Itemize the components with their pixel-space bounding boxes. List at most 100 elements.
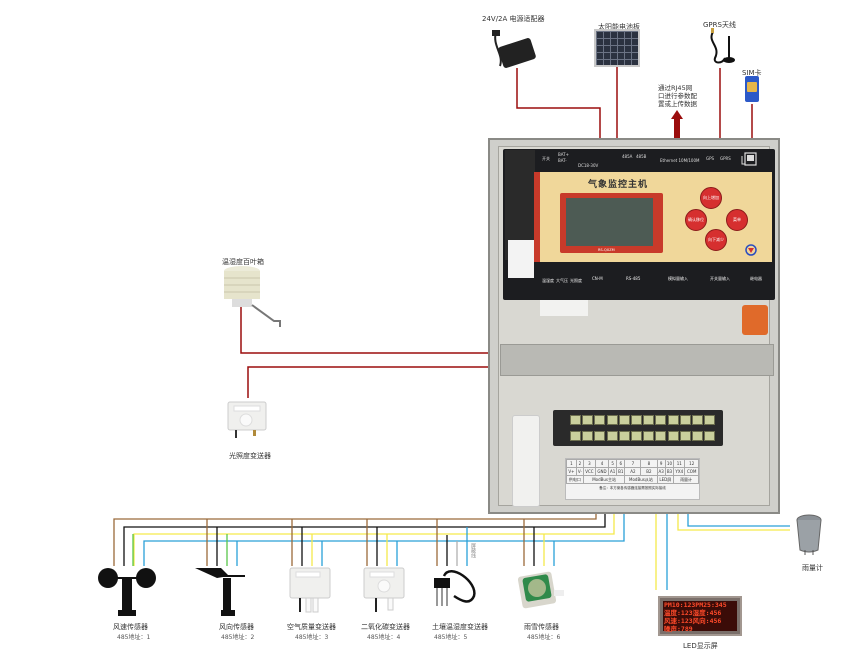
terminal-screw	[570, 431, 581, 441]
wind-direction-sensor-icon	[195, 568, 245, 616]
terminal-screw	[606, 415, 618, 425]
sensor-label-rain-snow: 雨雪传感器	[524, 623, 559, 631]
group-analog-input: 模拟量输入	[668, 276, 688, 281]
terminal-screw	[679, 431, 691, 441]
controller-nameplate	[508, 240, 534, 278]
group-illuminance: 光照度	[570, 278, 582, 283]
terminal-screw	[618, 415, 630, 425]
terminal-number: 2	[575, 459, 584, 468]
group-temp-humidity: 温湿度	[542, 278, 554, 283]
terminal-screw	[643, 431, 655, 441]
soil-sensor-icon	[434, 570, 476, 606]
wire-bus-yellow	[133, 498, 615, 566]
terminal-number: 1	[566, 459, 577, 468]
gprs-antenna-icon	[710, 28, 735, 64]
terminal-pin: V+	[566, 467, 577, 476]
group-led: LED屏	[656, 475, 675, 484]
led-display: PM10:123PM25:345 温度:123湿度:456 风速:123风向:4…	[658, 596, 742, 636]
upload-arrow-shaft	[674, 118, 680, 144]
lcd-screen	[566, 198, 653, 246]
wind-speed-sensor-icon	[98, 568, 156, 616]
port-switch: 开关	[542, 156, 550, 161]
group-modbus-master: ModBus主站	[582, 475, 626, 484]
terminal-number: 4	[594, 459, 610, 468]
sensor-address-soil: 485地址：5	[434, 634, 468, 641]
sensor-address-co2: 485地址：4	[367, 634, 401, 641]
rj45-note-line: 通过RJ45网	[658, 84, 693, 92]
button-up[interactable]: 向上增加	[700, 187, 722, 209]
terminal-note: 备注：本方案各传感器连接需按照实际接线	[599, 486, 666, 490]
controller-model: RS-QXZM	[598, 248, 615, 252]
terminal-pin: A3	[656, 467, 666, 476]
button-menu[interactable]: 菜单	[726, 209, 748, 231]
terminal-number: 9	[656, 459, 666, 468]
din-rail	[500, 344, 774, 376]
controller-side-label: CONTROL MACHINE	[536, 185, 540, 220]
terminal-screw	[692, 431, 703, 441]
terminal-pin: YX4	[673, 467, 686, 476]
light-sensor-icon	[227, 401, 267, 438]
sensor-label-soil: 土壤温湿度变送器	[432, 623, 488, 631]
terminal-number: 11	[673, 459, 686, 468]
terminal-screw	[582, 415, 594, 425]
terminal-screw	[594, 431, 606, 441]
pressure-sensor-housing	[512, 415, 540, 507]
led-line: 温度:123湿度:456	[664, 609, 722, 617]
terminal-groups-row: 供电口 ModBus主站 ModBus从站 LED屏 雨量计	[566, 475, 699, 484]
sensor-label-wind-speed: 风速传感器	[113, 623, 148, 631]
sim-slot-icon	[741, 152, 757, 166]
wire-power-adapter	[516, 68, 601, 150]
terminal-number: 7	[624, 459, 642, 468]
power-adapter-icon	[492, 30, 536, 68]
orange-terminal	[742, 305, 768, 335]
led-display-label: LED显示屏	[683, 642, 718, 650]
group-modbus-slave: ModBus从站	[624, 475, 658, 484]
led-line: PM10:123PM25:345	[664, 601, 727, 609]
led-screen: PM10:123PM25:345 温度:123湿度:456 风速:123风向:4…	[663, 601, 737, 633]
terminal-pin: A1	[608, 467, 618, 476]
terminal-number: 10	[664, 459, 675, 468]
led-line: 噪声:789	[664, 625, 693, 633]
button-down[interactable]: 向下减少	[705, 229, 727, 251]
button-confirm[interactable]: 确认移位	[685, 209, 707, 231]
terminal-number: 3	[582, 459, 596, 468]
sensor-address-air-quality: 485地址：3	[295, 634, 329, 641]
port-ethernet: Ethernet 10M/100M	[660, 158, 700, 163]
group-rain: 雨量计	[673, 475, 699, 484]
terminal-screw	[704, 431, 716, 441]
louver-box-icon	[224, 266, 281, 327]
terminal-screw	[704, 415, 716, 425]
port-bat-plus: BAT+	[558, 152, 569, 157]
rain-gauge-icon	[796, 514, 822, 555]
shield-wire-label: 屏蔽线	[470, 543, 476, 558]
port-485a: 485A	[622, 154, 633, 159]
terminal-screw	[655, 431, 667, 441]
group-rs485: RS-485	[626, 276, 641, 281]
terminal-screw	[631, 415, 642, 425]
terminal-pin: V-	[575, 467, 584, 476]
terminal-screw	[643, 415, 655, 425]
controller-title: 气象监控主机	[588, 180, 649, 190]
group-pressure: 大气压	[556, 278, 568, 283]
co2-sensor-icon	[363, 567, 405, 612]
power-adapter-label: 24V/2A 电源适配器	[482, 15, 545, 23]
gprs-antenna-label: GPRS天线	[703, 21, 736, 29]
terminal-labels: 温湿度 大气压 光照度 CN-M RS-485 模拟量输入 开关量输入 继电器	[540, 276, 772, 298]
terminal-number: 12	[684, 459, 699, 468]
group-power: 供电口	[566, 475, 584, 484]
port-bat-minus: BAT-	[558, 158, 567, 163]
port-485b: 485B	[636, 154, 647, 159]
wire-bus-blue	[143, 498, 625, 566]
sensor-connectors	[540, 300, 588, 316]
sensor-label-wind-direction: 风向传感器	[219, 623, 254, 631]
louver-box-label: 温湿度百叶箱	[222, 258, 264, 266]
terminal-pin: B1	[616, 467, 626, 476]
terminal-screw	[631, 431, 642, 441]
terminal-screw	[692, 415, 703, 425]
rj45-note: 通过RJ45网 口进行参数配 置或上传数据	[658, 84, 697, 108]
solar-panel-icon	[594, 29, 640, 67]
sensor-address-wind-speed: 485地址：1	[117, 634, 151, 641]
sensor-address-rain-snow: 485地址：6	[527, 634, 561, 641]
